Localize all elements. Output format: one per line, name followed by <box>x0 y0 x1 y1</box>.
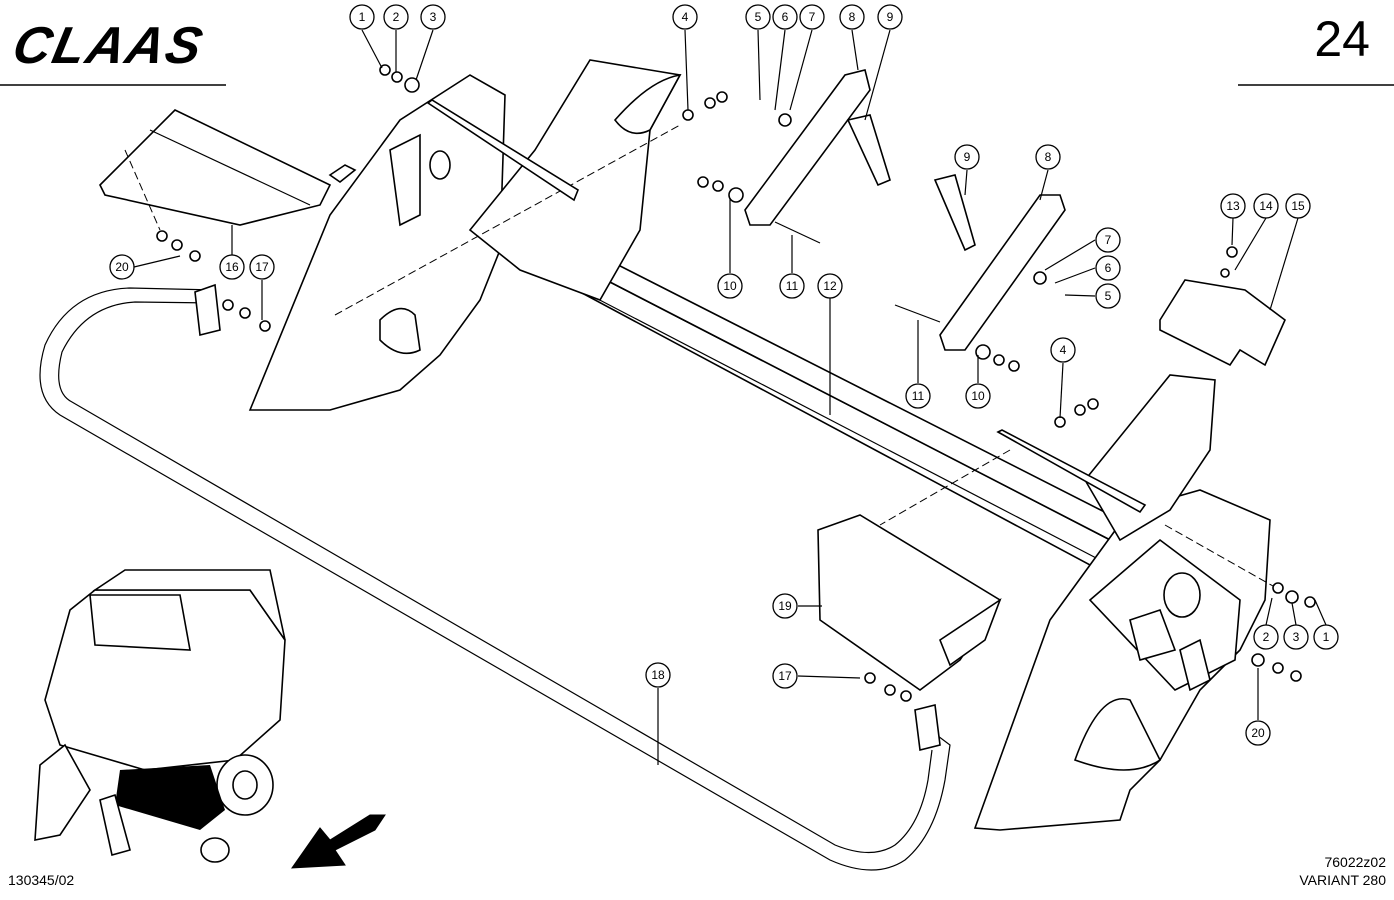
callout-20: 20 <box>1245 720 1271 746</box>
svg-text:7: 7 <box>1105 233 1112 247</box>
svg-text:15: 15 <box>1291 199 1305 213</box>
callout-20: 20 <box>109 254 135 280</box>
callout-7: 7 <box>1095 227 1121 253</box>
svg-text:19: 19 <box>778 599 792 613</box>
callout-5: 5 <box>745 4 771 30</box>
callout-8: 8 <box>1035 144 1061 170</box>
svg-text:16: 16 <box>225 260 239 274</box>
svg-text:7: 7 <box>809 10 816 24</box>
callout-16: 16 <box>219 254 245 280</box>
svg-text:12: 12 <box>823 279 837 293</box>
svg-text:3: 3 <box>430 10 437 24</box>
callout-12: 12 <box>817 273 843 299</box>
callout-2: 2 <box>383 4 409 30</box>
svg-text:6: 6 <box>782 10 789 24</box>
svg-text:13: 13 <box>1226 199 1240 213</box>
svg-text:4: 4 <box>1060 343 1067 357</box>
callout-17: 17 <box>249 254 275 280</box>
shield-part-15 <box>1159 279 1286 367</box>
callout-7: 7 <box>799 4 825 30</box>
svg-text:18: 18 <box>651 668 665 682</box>
callout-6: 6 <box>1095 255 1121 281</box>
callout-6: 6 <box>772 4 798 30</box>
svg-text:9: 9 <box>887 10 894 24</box>
callout-17: 17 <box>772 663 798 689</box>
svg-text:6: 6 <box>1105 261 1112 275</box>
baler-overview-thumbnail <box>34 569 286 863</box>
svg-text:9: 9 <box>964 150 971 164</box>
svg-text:3: 3 <box>1293 630 1300 644</box>
callout-1: 1 <box>349 4 375 30</box>
svg-text:20: 20 <box>115 260 129 274</box>
callout-4: 4 <box>672 4 698 30</box>
bolt-part-11-upper <box>774 221 821 244</box>
callout-4: 4 <box>1050 337 1076 363</box>
callout-5: 5 <box>1095 283 1121 309</box>
callout-leaders <box>133 29 1327 765</box>
svg-text:4: 4 <box>682 10 689 24</box>
svg-text:2: 2 <box>1263 630 1270 644</box>
callout-11: 11 <box>779 273 805 299</box>
drawing-reference: 76022z02 <box>1324 854 1386 870</box>
shield-part-16 <box>99 109 332 231</box>
svg-text:11: 11 <box>786 279 799 293</box>
callout-11: 11 <box>905 383 931 409</box>
callout-2: 2 <box>1253 624 1279 650</box>
callout-15: 15 <box>1285 193 1311 219</box>
link-arm-part-8-lower <box>933 174 1066 351</box>
callout-9: 9 <box>877 4 903 30</box>
svg-text:1: 1 <box>359 10 366 24</box>
svg-text:5: 5 <box>755 10 762 24</box>
svg-text:8: 8 <box>1045 150 1052 164</box>
svg-text:8: 8 <box>849 10 856 24</box>
callout-3: 3 <box>1283 624 1309 650</box>
svg-text:5: 5 <box>1105 289 1112 303</box>
svg-text:17: 17 <box>778 669 792 683</box>
callout-8: 8 <box>839 4 865 30</box>
link-arm-part-8-upper <box>744 69 891 226</box>
direction-arrow <box>290 814 386 869</box>
machine-model: VARIANT 280 <box>1299 872 1386 888</box>
callout-bubbles: 1 2 3 4 5 6 7 8 9 9 8 7 6 5 13 14 15 10 … <box>109 4 1339 746</box>
callout-10: 10 <box>717 273 743 299</box>
callout-10: 10 <box>965 383 991 409</box>
svg-text:2: 2 <box>393 10 400 24</box>
callout-3: 3 <box>420 4 446 30</box>
svg-text:17: 17 <box>255 260 269 274</box>
bolt-part-11-lower <box>894 304 941 323</box>
callout-14: 14 <box>1253 193 1279 219</box>
right-side-plate <box>879 374 1281 831</box>
page-number: 24 <box>1314 11 1370 67</box>
tube-frame-part-18 <box>39 283 951 871</box>
small-hardware <box>156 64 1316 702</box>
svg-text:14: 14 <box>1259 199 1273 213</box>
callout-19: 19 <box>772 593 798 619</box>
svg-text:11: 11 <box>912 389 925 403</box>
svg-text:1: 1 <box>1323 630 1330 644</box>
svg-text:10: 10 <box>971 389 985 403</box>
callout-13: 13 <box>1220 193 1246 219</box>
document-code: 130345/02 <box>8 872 75 888</box>
left-side-plate <box>248 59 682 411</box>
callout-18: 18 <box>645 662 671 688</box>
callout-1: 1 <box>1313 624 1339 650</box>
svg-text:20: 20 <box>1251 726 1265 740</box>
callout-9: 9 <box>954 144 980 170</box>
shield-part-19 <box>817 514 1002 691</box>
svg-text:10: 10 <box>723 279 737 293</box>
